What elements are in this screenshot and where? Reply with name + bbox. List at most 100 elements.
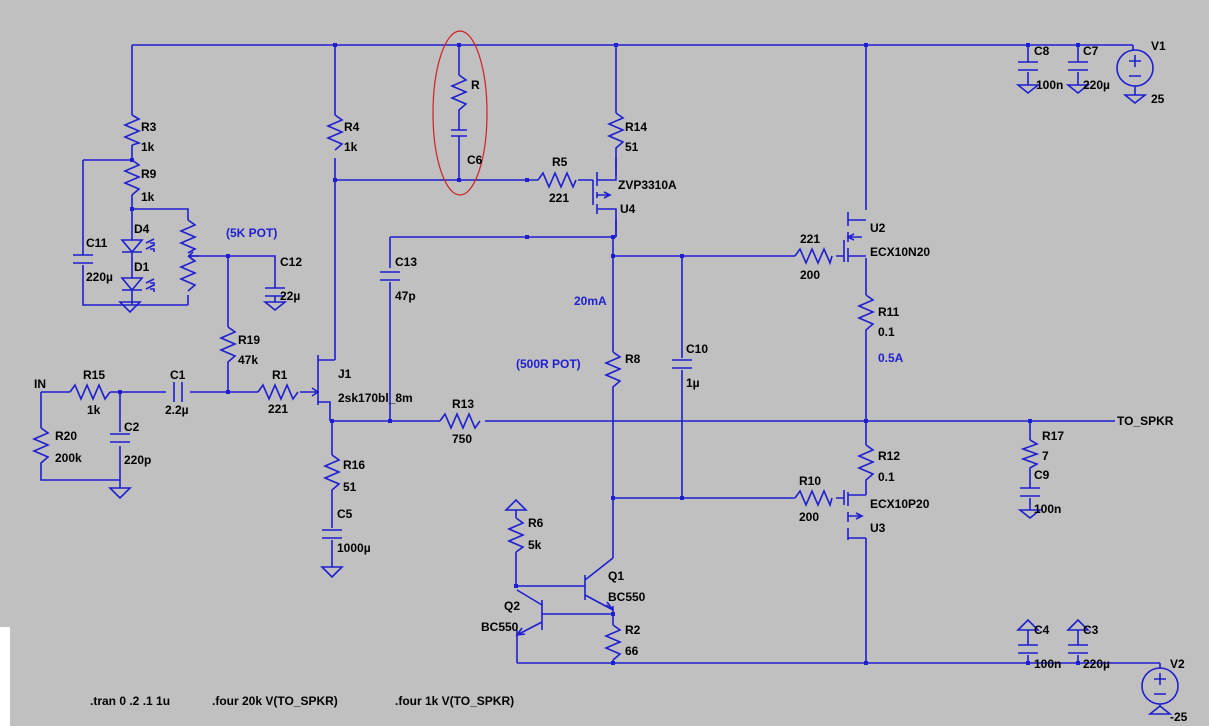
c10-symbol[interactable] [672,359,692,369]
r12-name: R12 [878,449,900,463]
c9-symbol[interactable] [1020,487,1040,497]
q1-symbol[interactable] [584,557,614,611]
j1-name: J1 [338,367,352,381]
r5-symbol[interactable] [537,170,577,190]
v2-value: -25 [1170,710,1188,724]
r20-symbol[interactable] [31,427,51,468]
u2-name: U2 [870,221,886,235]
c4-symbol[interactable] [1018,644,1038,654]
r9-symbol[interactable] [122,159,142,196]
c8-value: 100n [1036,78,1063,92]
c1-symbol[interactable] [173,382,183,402]
c1-value: 2.2µ [165,403,189,417]
r13-symbol[interactable] [439,411,481,431]
r12-symbol[interactable] [856,444,876,488]
r-u2-symbol[interactable] [794,246,833,266]
r3-symbol[interactable] [122,114,142,146]
c3-symbol[interactable] [1068,644,1088,654]
q1-part: BC550 [608,590,646,604]
q2-symbol[interactable] [515,589,543,637]
c2-name: C2 [124,420,140,434]
d1-name: D1 [134,260,150,274]
c7-value: 220µ [1083,78,1110,92]
r14-symbol[interactable] [606,112,626,158]
u4-symbol[interactable] [592,158,617,237]
d1-symbol[interactable] [120,277,144,292]
r15-value: 1k [87,403,101,417]
d1-light-arrows [145,278,155,292]
r8-name: R8 [625,352,641,366]
r8-symbol[interactable] [603,351,623,392]
ground-icon [1122,94,1148,105]
c9-name: C9 [1034,468,1050,482]
r20-name: R20 [55,429,77,443]
c2-symbol[interactable] [110,433,130,443]
u4-name: U4 [620,202,636,216]
v2-polarity [1154,673,1166,706]
c8-name: C8 [1034,44,1050,58]
r9-name: R9 [141,167,157,181]
j1-symbol[interactable] [308,355,320,405]
pot5k-note: (5K POT) [226,226,277,240]
r1-name: R1 [272,368,288,382]
ground-icon [108,487,132,500]
d4-symbol[interactable] [120,239,144,254]
c13-symbol[interactable] [380,271,400,281]
u2-part: ECX10N20 [870,245,930,259]
c12-symbol[interactable] [265,287,285,302]
current-20ma-note: 20mA [574,294,607,308]
r15-symbol[interactable] [69,382,111,402]
r1-symbol[interactable] [257,382,299,402]
tran-directive[interactable]: .tran 0 .2 .1 1u [90,694,170,708]
c6-symbol[interactable] [451,129,467,146]
r13-name: R13 [452,397,474,411]
r16-symbol[interactable] [322,454,342,495]
c11-symbol[interactable] [73,254,93,264]
u3-symbol[interactable] [843,490,866,540]
r14-value: 51 [625,140,639,154]
c5-value: 1000µ [337,541,371,555]
r11-name: R11 [878,305,900,319]
r11-symbol[interactable] [856,294,876,338]
r17-symbol[interactable] [1020,439,1040,470]
ground-icon [118,301,142,314]
r11-value: 0.1 [878,325,895,339]
r4-symbol[interactable] [325,114,345,151]
c3-value: 220µ [1083,657,1110,671]
c3-name: C3 [1083,623,1099,637]
r2-symbol[interactable] [603,624,623,661]
u2-symbol[interactable] [843,212,866,262]
c5-symbol[interactable] [322,529,342,539]
highlight-ellipse [432,30,488,196]
v1-symbol[interactable] [1116,49,1154,87]
c8-symbol[interactable] [1018,61,1038,71]
v1-value: 25 [1151,92,1165,106]
c13-name: C13 [395,255,417,269]
r6-name: R6 [528,516,544,530]
v2-name: V2 [1170,657,1185,671]
pot5k-wiper-arrow [187,251,199,261]
four-1k-directive[interactable]: .four 1k V(TO_SPKR) [395,694,514,708]
c12-name: C12 [280,255,302,269]
four-20k-directive[interactable]: .four 20k V(TO_SPKR) [212,694,338,708]
pot5k-symbol[interactable] [178,219,198,292]
v1-polarity [1129,55,1141,77]
r-symbol[interactable] [449,74,469,117]
r10-symbol[interactable] [794,488,833,508]
window-edge [0,627,10,726]
r5-value: 221 [549,191,569,205]
r17-name: R17 [1042,429,1064,443]
c12-value: 22µ [280,289,300,303]
current-05a-note: 0.5A [878,351,904,365]
c1-name: C1 [170,368,186,382]
ground-icon [1015,84,1041,95]
r19-symbol[interactable] [218,326,238,371]
r2-value: 66 [625,644,639,658]
c7-symbol[interactable] [1068,61,1088,71]
r1-value: 221 [268,402,288,416]
r6-symbol[interactable] [506,517,526,553]
r16-value: 51 [343,480,357,494]
c2-value: 220p [124,453,151,467]
r15-name: R15 [83,368,105,382]
